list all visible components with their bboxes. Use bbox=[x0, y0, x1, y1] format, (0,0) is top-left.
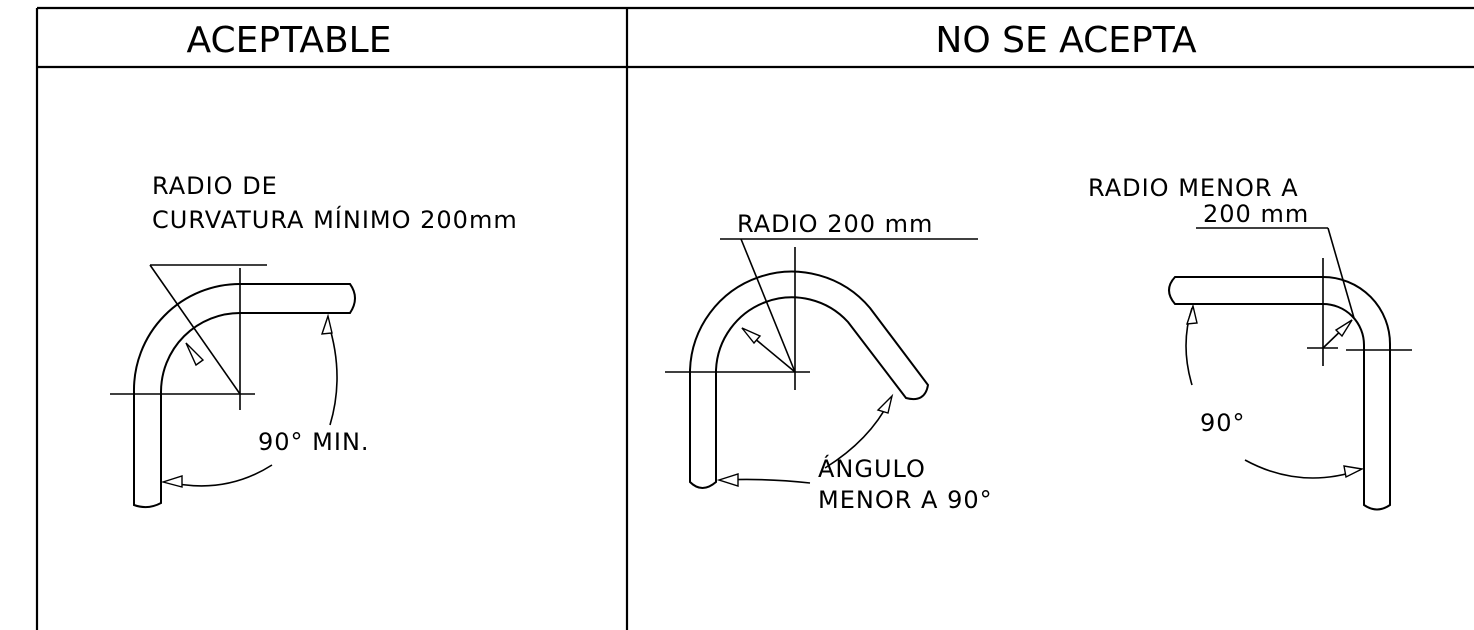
header-acceptable: ACEPTABLE bbox=[187, 20, 392, 61]
angle-example-radius-label: RADIO 200 mm bbox=[737, 210, 933, 238]
acceptable-angle-arc-lower bbox=[167, 464, 273, 487]
radius-example-label-line2: 200 mm bbox=[1203, 200, 1309, 228]
acceptable-radius-label-line1: RADIO DE bbox=[152, 172, 278, 200]
table-frame bbox=[35, 6, 1474, 630]
acceptable-angle-arrowhead-lower bbox=[160, 475, 183, 488]
radius-example-angle-arc-lower bbox=[1244, 459, 1361, 479]
not-accepted-angle-example: RADIO 200 mm ÁNGULO MENOR A 90° bbox=[665, 210, 993, 514]
radius-example-radius-leader bbox=[1327, 227, 1355, 319]
acceptable-angle-arc-upper bbox=[327, 321, 338, 426]
acceptable-pipe bbox=[132, 283, 356, 509]
radius-example-angle-label: 90° bbox=[1200, 409, 1246, 437]
not-accepted-radius-example: RADIO MENOR A 200 mm 90° bbox=[1088, 174, 1412, 511]
angle-example-angle-label-line2: MENOR A 90° bbox=[818, 486, 993, 514]
acceptable-angle-arrowhead-upper bbox=[320, 313, 333, 335]
angle-example-angle-arrowhead-upper bbox=[876, 393, 894, 414]
angle-example-radius-leader bbox=[740, 238, 796, 373]
angle-example-angle-label-line1: ÁNGULO bbox=[818, 454, 926, 483]
angle-example-pipe bbox=[689, 270, 930, 489]
angle-example-radius-arrowhead bbox=[741, 327, 762, 345]
acceptable-radius-label-line2: CURVATURA MÍNIMO 200mm bbox=[152, 205, 518, 234]
acceptable-radius-leader bbox=[149, 264, 241, 395]
radius-example-radius-arrowhead bbox=[1334, 319, 1353, 338]
acceptable-radius-arrowhead bbox=[185, 342, 205, 367]
header-not-accepted: NO SE ACEPTA bbox=[935, 20, 1197, 61]
radius-example-pipe bbox=[1168, 276, 1392, 511]
acceptable-angle-label: 90° MIN. bbox=[258, 428, 370, 456]
angle-example-angle-arrowhead-lower bbox=[716, 473, 739, 487]
radius-example-angle-arrowhead-lower bbox=[1343, 465, 1365, 479]
acceptable-example: RADIO DE CURVATURA MÍNIMO 200mm 90° MIN. bbox=[110, 172, 518, 509]
radius-example-angle-arrowhead-upper bbox=[1185, 303, 1198, 325]
radius-example-label-line1: RADIO MENOR A bbox=[1088, 174, 1299, 202]
